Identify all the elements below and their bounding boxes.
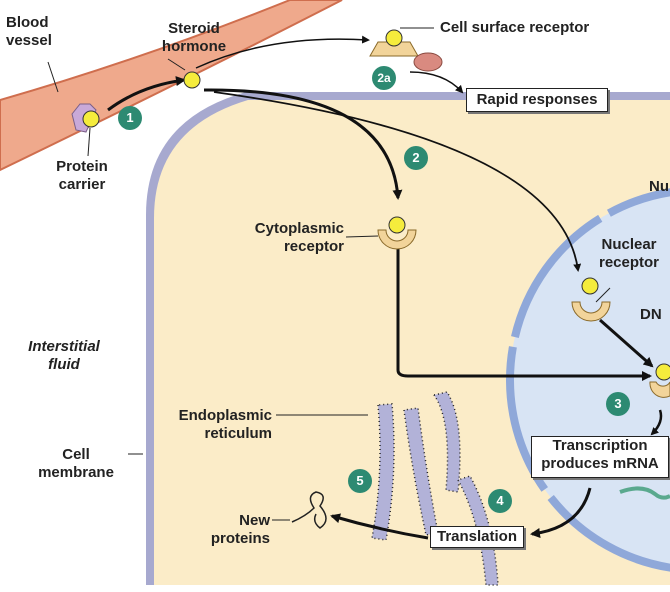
- leader-lines: [47, 27, 611, 521]
- arrow-to-transcription: [650, 409, 663, 436]
- translation-box: Translation: [430, 526, 524, 548]
- blood-vessel-label: Blood vessel: [6, 14, 52, 49]
- arrow-step4: [530, 487, 592, 538]
- protein-carrier-label: Protein carrier: [56, 158, 108, 193]
- hormone-at-dna: [655, 363, 670, 381]
- cell-membrane-label: Cell membrane: [38, 446, 114, 481]
- arrow-cyto-to-nucleus: [396, 248, 652, 381]
- hormone-on-cytoplasmic-receptor: [388, 216, 406, 234]
- hormone-near-nuclear-receptor: [581, 277, 599, 295]
- rapid-response-enzyme: [413, 52, 443, 72]
- nucleus-label-fragment: Nu: [649, 178, 669, 195]
- cytoplasmic-receptor-shape: [377, 229, 417, 250]
- arrow-to-surface: [195, 35, 370, 69]
- new-protein-squiggle: [291, 491, 327, 529]
- hormone-on-surface-receptor: [385, 29, 403, 47]
- arrow-rapid: [409, 71, 464, 94]
- steroid-hormone-molecule: [183, 71, 201, 89]
- cell-surface-receptor-label: Cell surface receptor: [440, 19, 590, 36]
- arrow-to-nuclear: [213, 91, 582, 272]
- interstitial-fluid-label: Interstitial fluid: [28, 338, 100, 373]
- hormone-on-carrier: [82, 110, 100, 128]
- step-badge-3: 3: [606, 392, 630, 416]
- arrow-step1: [107, 76, 186, 112]
- cell-surface-receptor-shape: [369, 41, 419, 57]
- step-badge-2: 2: [404, 146, 428, 170]
- new-proteins-label: New proteins: [210, 512, 270, 547]
- endoplasmic-reticulum-label: Endoplasmic reticulum: [178, 407, 272, 442]
- transcription-box: Transcription produces mRNA: [531, 436, 669, 478]
- cytoplasmic-receptor-label: Cytoplasmic receptor: [254, 220, 344, 255]
- mrna-strand: [619, 486, 670, 500]
- hormone-receptor-complex: [649, 380, 670, 398]
- arrow-to-proteins: [330, 513, 429, 540]
- step-badge-5: 5: [348, 469, 372, 493]
- steroid-hormone-label: Steroid hormone: [161, 20, 227, 55]
- dna-label-fragment: DN: [640, 306, 662, 323]
- rapid-responses-box: Rapid responses: [466, 88, 608, 112]
- arrow-nuclear-to-dna: [599, 318, 654, 368]
- step-badge-1: 1: [118, 106, 142, 130]
- nuclear-receptor-shape: [571, 301, 611, 322]
- nuclear-receptor-label: Nuclear receptor: [598, 236, 660, 271]
- step-badge-4: 4: [488, 489, 512, 513]
- step-badge-2a: 2a: [372, 66, 396, 90]
